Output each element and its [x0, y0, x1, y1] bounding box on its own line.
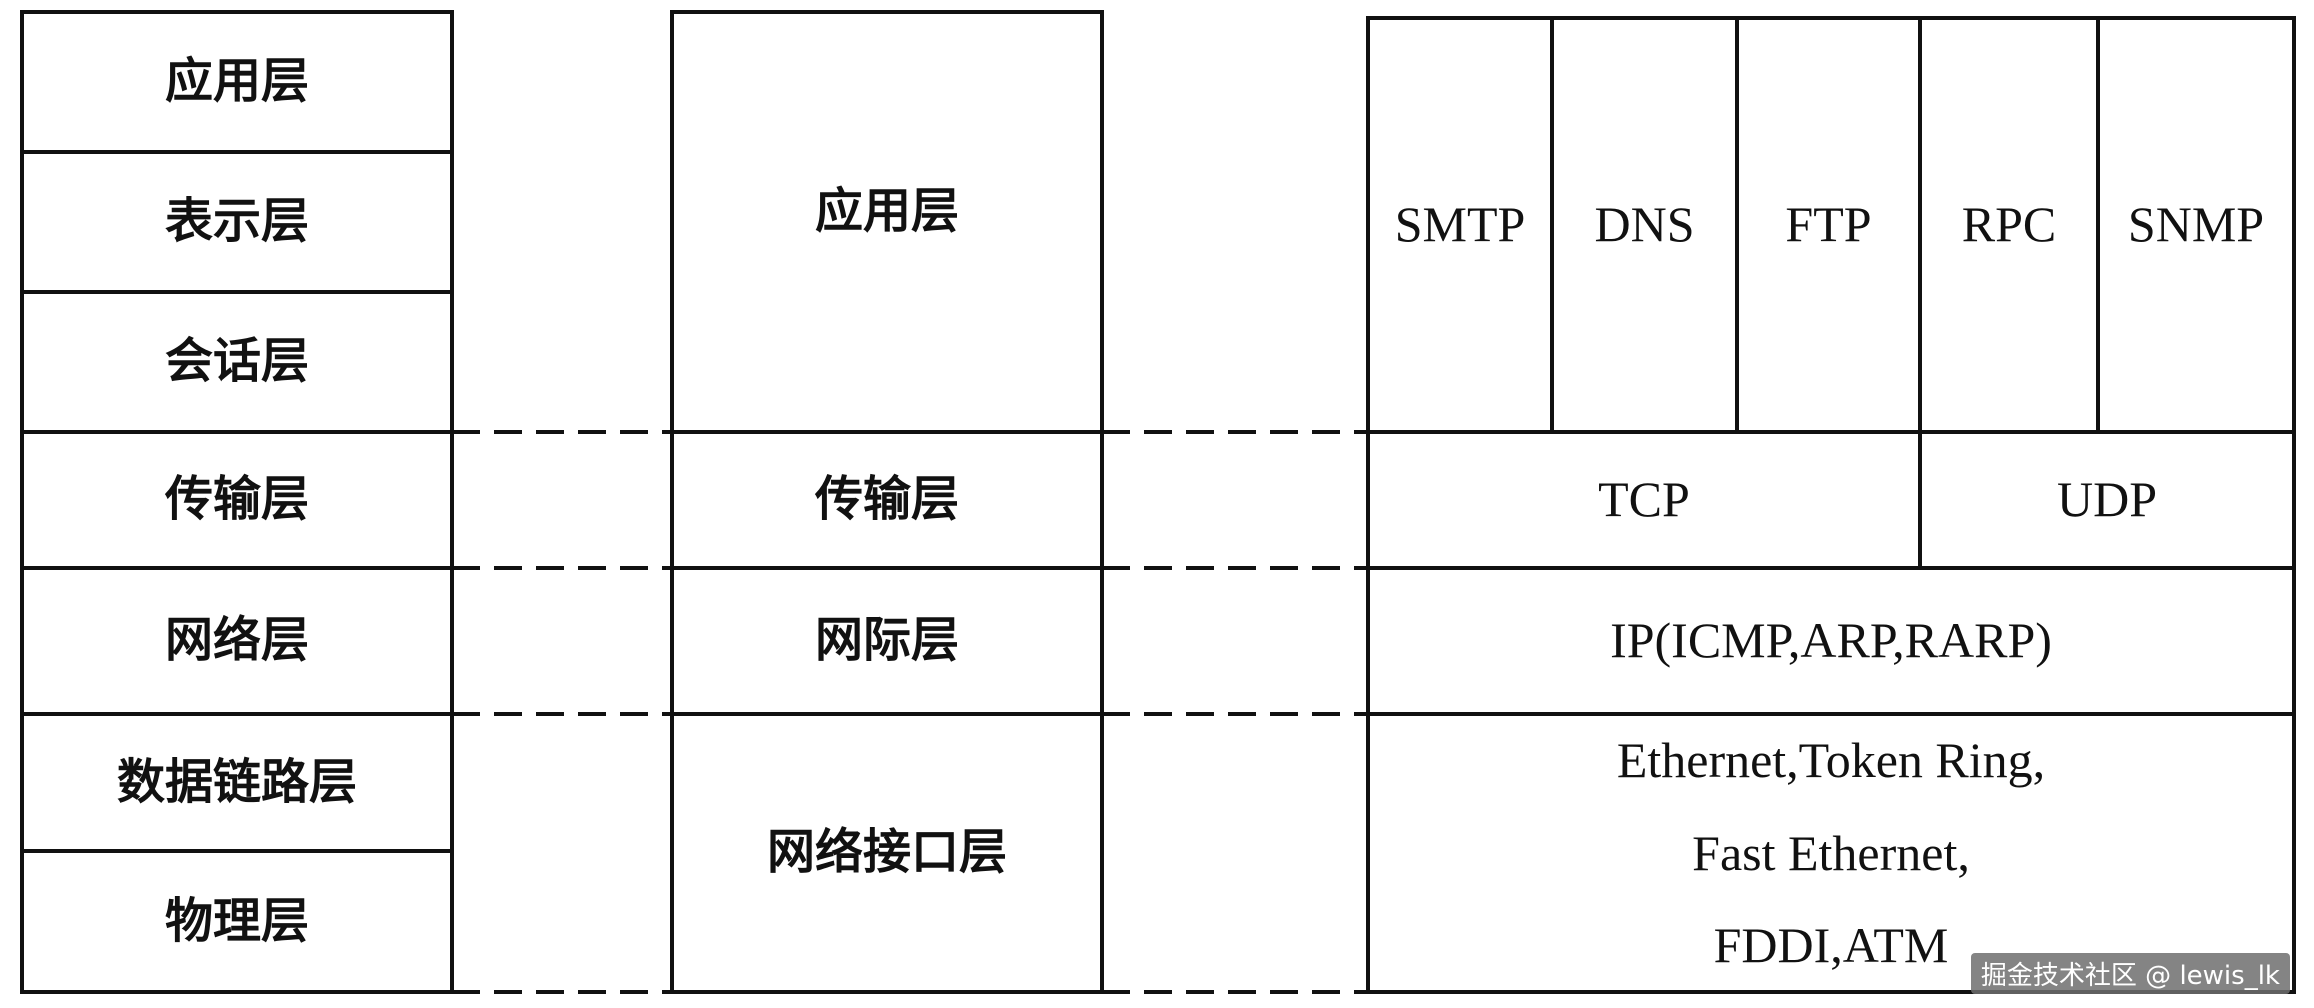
protocol-network-interface-line: Ethernet,Token Ring, [1616, 732, 2046, 789]
osi-layer-physical: 物理层 [164, 892, 309, 949]
protocol-column-border [1366, 16, 2296, 994]
osi-layer-transport: 传输层 [164, 471, 309, 528]
osi-layer-session: 会话层 [164, 333, 309, 390]
protocol-rpc: RPC [1961, 196, 2057, 253]
watermark: 掘金技术社区 @ lewis_lk [1970, 953, 2290, 994]
tcpip-layer-internet: 网际层 [814, 612, 959, 669]
osi-layer-data-link: 数据链路层 [116, 753, 357, 810]
protocol-tcp: TCP [1598, 471, 1690, 528]
protocol-snmp: SNMP [2127, 196, 2265, 253]
protocol-network-interface-line: FDDI,ATM [1713, 917, 1949, 974]
tcpip-layer-network-interface: 网络接口层 [766, 824, 1007, 881]
protocol-dns: DNS [1594, 196, 1695, 253]
tcpip-layer-application: 应用层 [814, 183, 959, 240]
protocol-smtp: SMTP [1394, 196, 1526, 253]
tcpip-layer-transport: 传输层 [814, 471, 959, 528]
tcpip-column-border [670, 10, 1104, 994]
protocol-network-interface: Ethernet,Token Ring, Fast Ethernet, FDDI… [1368, 714, 2294, 992]
protocol-network-interface-line: Fast Ethernet, [1692, 824, 1970, 881]
osi-layer-network: 网络层 [164, 612, 309, 669]
protocol-ip: IP(ICMP,ARP,RARP) [1610, 612, 2052, 669]
protocol-udp: UDP [2056, 471, 2158, 528]
osi-column-border [20, 10, 454, 994]
osi-layer-application: 应用层 [164, 53, 309, 110]
protocol-ftp: FTP [1785, 196, 1872, 253]
osi-layer-presentation: 表示层 [164, 193, 309, 250]
